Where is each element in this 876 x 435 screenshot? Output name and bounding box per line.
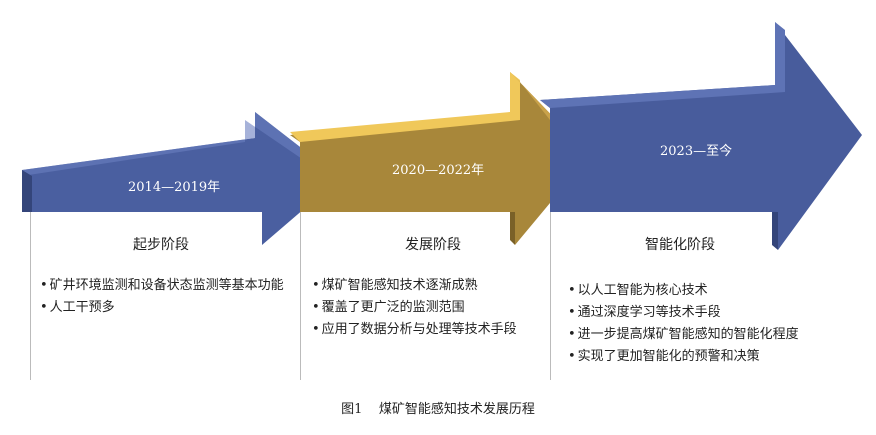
bullet-list-3: 以人工智能为核心技术 通过深度学习等技术手段 进一步提高煤矿智能感知的智能化程度… [568, 280, 868, 368]
arrow-phase-3 [540, 22, 862, 250]
stage-title-2: 发展阶段 [405, 237, 461, 253]
bullet-list-2: 煤矿智能感知技术逐渐成熟 覆盖了更广泛的监测范围 应用了数据分析与处理等技术手段 [312, 275, 532, 341]
period-label-1: 2014—2019年 [128, 180, 221, 195]
divider [300, 212, 301, 380]
figure-caption: 图1 煤矿智能感知技术发展历程 [0, 398, 876, 417]
list-item: 煤矿智能感知技术逐渐成熟 [312, 275, 532, 297]
period-label-3: 2023—至今 [660, 144, 733, 159]
caption-number: 图1 [341, 402, 363, 417]
list-item: 覆盖了更广泛的监测范围 [312, 297, 532, 319]
bullet-list-1: 矿井环境监测和设备状态监测等基本功能 人工干预多 [40, 275, 290, 319]
arrow-phase-1 [22, 112, 340, 245]
list-item: 矿井环境监测和设备状态监测等基本功能 [40, 275, 290, 297]
period-label-2: 2020—2022年 [392, 163, 485, 178]
list-item: 通过深度学习等技术手段 [568, 302, 868, 324]
list-item: 进一步提高煤矿智能感知的智能化程度 [568, 324, 868, 346]
list-item: 应用了数据分析与处理等技术手段 [312, 319, 532, 341]
list-item: 以人工智能为核心技术 [568, 280, 868, 302]
divider [550, 212, 551, 380]
caption-title: 煤矿智能感知技术发展历程 [378, 402, 535, 417]
list-item: 实现了更加智能化的预警和决策 [568, 346, 868, 368]
stage-title-1: 起步阶段 [133, 237, 189, 253]
list-item: 人工干预多 [40, 297, 290, 319]
divider [30, 212, 31, 380]
stage-title-3: 智能化阶段 [645, 237, 715, 253]
